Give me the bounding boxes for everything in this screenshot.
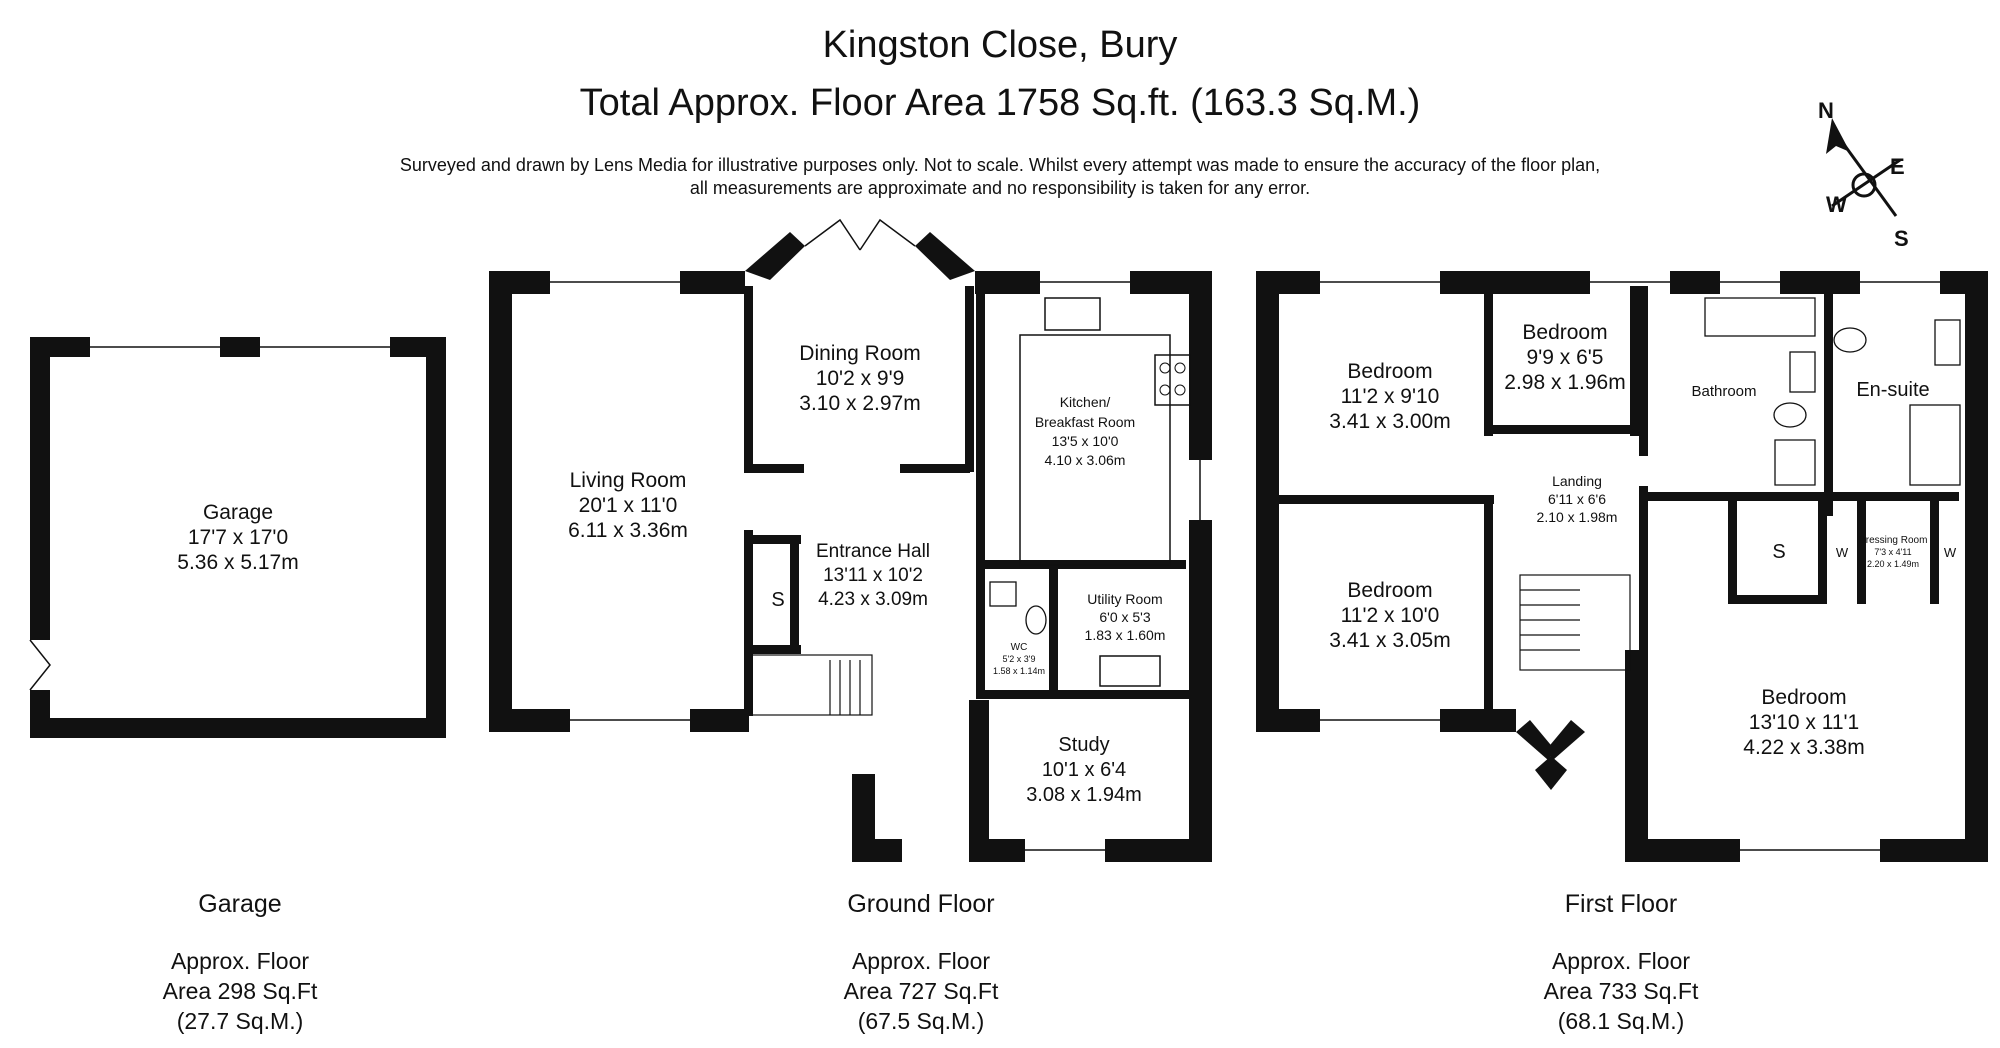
room-name: Utility Room bbox=[1087, 591, 1162, 607]
compass-south-label: S bbox=[1894, 226, 1909, 251]
room-dimensions-imperial: 6'0 x 5'3 bbox=[1099, 609, 1150, 625]
room-dimensions-metric: 1.83 x 1.60m bbox=[1085, 627, 1166, 643]
floor-area: Approx. Floor Area 727 Sq.Ft (67.5 Sq.M.… bbox=[721, 946, 1121, 1036]
bedroom-3-label: Bedroom 11'2 x 10'0 3.41 x 3.05m bbox=[1329, 579, 1450, 652]
first-floor-plan bbox=[1256, 271, 1988, 862]
room-dimensions-imperial: 10'1 x 6'4 bbox=[1042, 759, 1126, 781]
bedroom-4-label: Bedroom 13'10 x 11'1 4.22 x 3.38m bbox=[1743, 686, 1864, 759]
area-line-2: Area 733 Sq.Ft bbox=[1543, 978, 1699, 1004]
living-room-label: Living Room 20'1 x 11'0 6.11 x 3.36m bbox=[568, 469, 688, 542]
compass-west-label: W bbox=[1826, 192, 1847, 217]
study-label: Study 10'1 x 6'4 3.08 x 1.94m bbox=[1026, 734, 1142, 806]
room-name: Bedroom bbox=[1347, 579, 1432, 602]
garage-room-label: Garage 17'7 x 17'0 5.36 x 5.17m bbox=[177, 501, 298, 574]
ground-floor-area-summary: Ground Floor Approx. Floor Area 727 Sq.F… bbox=[721, 890, 1121, 1036]
area-line-3: (27.7 Sq.M.) bbox=[176, 1008, 304, 1034]
room-dimensions-metric: 2.98 x 1.96m bbox=[1504, 371, 1625, 394]
room-dimensions-metric: 3.10 x 2.97m bbox=[799, 392, 920, 415]
room-dimensions-metric: 2.10 x 1.98m bbox=[1537, 509, 1618, 525]
room-dimensions-imperial: 6'11 x 6'6 bbox=[1548, 491, 1606, 507]
room-dimensions-metric: 3.41 x 3.00m bbox=[1329, 410, 1450, 433]
room-dimensions-imperial: 5'2 x 3'9 bbox=[1003, 654, 1036, 664]
room-name: Dressing Room bbox=[1859, 535, 1928, 546]
dressing-room-label: Dressing Room 7'3 x 4'11 2.20 x 1.49m bbox=[1859, 535, 1928, 569]
landing-label: Landing 6'11 x 6'6 2.10 x 1.98m bbox=[1537, 473, 1618, 525]
floor-area: Approx. Floor Area 298 Sq.Ft (27.7 Sq.M.… bbox=[40, 946, 440, 1036]
room-dimensions-imperial: 11'2 x 10'0 bbox=[1341, 604, 1440, 627]
room-dimensions-imperial: 7'3 x 4'11 bbox=[1874, 547, 1911, 557]
room-dimensions-metric: 4.23 x 3.09m bbox=[818, 589, 928, 610]
floor-title: Ground Floor bbox=[847, 890, 995, 918]
first-store-label: S bbox=[1772, 541, 1785, 563]
total-floor-area: Total Approx. Floor Area 1758 Sq.ft. (16… bbox=[579, 82, 1421, 124]
room-name: Bedroom bbox=[1761, 686, 1846, 709]
room-name: Dining Room bbox=[799, 342, 920, 365]
bedroom-1-label: Bedroom 11'2 x 9'10 3.41 x 3.00m bbox=[1329, 360, 1450, 433]
floor-area: Approx. Floor Area 733 Sq.Ft (68.1 Sq.M.… bbox=[1421, 946, 1821, 1036]
room-name-line-1: Kitchen/ bbox=[1060, 394, 1111, 410]
utility-room-label: Utility Room 6'0 x 5'3 1.83 x 1.60m bbox=[1085, 591, 1166, 643]
floor-title: Garage bbox=[198, 890, 282, 918]
floor-title: First Floor bbox=[1564, 890, 1678, 918]
area-line-1: Approx. Floor bbox=[1551, 948, 1691, 974]
room-dimensions-metric: 4.22 x 3.38m bbox=[1743, 736, 1864, 759]
room-name: Bedroom bbox=[1347, 360, 1432, 383]
bathroom-label: Bathroom bbox=[1691, 383, 1756, 400]
room-dimensions-imperial: 17'7 x 17'0 bbox=[188, 526, 288, 549]
room-dimensions-metric: 6.11 x 3.36m bbox=[568, 519, 688, 542]
compass-rose-icon: N E S W bbox=[1818, 98, 1909, 251]
room-name: Study bbox=[1058, 734, 1109, 756]
entrance-hall-label: Entrance Hall 13'11 x 10'2 4.23 x 3.09m bbox=[816, 541, 930, 610]
room-dimensions-metric: 5.36 x 5.17m bbox=[177, 551, 298, 574]
room-dimensions-imperial: 13'10 x 11'1 bbox=[1749, 711, 1859, 734]
dining-room-label: Dining Room 10'2 x 9'9 3.10 x 2.97m bbox=[799, 342, 920, 415]
room-name: Living Room bbox=[570, 469, 687, 492]
area-line-1: Approx. Floor bbox=[170, 948, 310, 974]
room-dimensions-imperial: 10'2 x 9'9 bbox=[816, 367, 905, 390]
room-dimensions-imperial: 11'2 x 9'10 bbox=[1341, 385, 1440, 408]
area-line-2: Area 727 Sq.Ft bbox=[843, 978, 999, 1004]
room-dimensions-metric: 3.08 x 1.94m bbox=[1026, 784, 1142, 806]
plan-title: Kingston Close, Bury bbox=[822, 24, 1178, 66]
wc-label: WC 5'2 x 3'9 1.58 x 1.14m bbox=[993, 642, 1045, 676]
garage-area-summary: Garage Approx. Floor Area 298 Sq.Ft (27.… bbox=[40, 890, 440, 1036]
kitchen-label: Kitchen/ Breakfast Room 13'5 x 10'0 4.10… bbox=[1035, 394, 1135, 468]
room-name: Landing bbox=[1552, 473, 1602, 489]
wardrobe-left-label: W bbox=[1836, 545, 1849, 560]
room-dimensions-metric: 3.41 x 3.05m bbox=[1329, 629, 1450, 652]
room-dimensions-imperial: 20'1 x 11'0 bbox=[579, 494, 678, 517]
area-line-3: (67.5 Sq.M.) bbox=[857, 1008, 985, 1034]
compass-north-label: N bbox=[1818, 98, 1834, 123]
room-name-line-2: Breakfast Room bbox=[1035, 414, 1135, 430]
ensuite-label: En-suite bbox=[1856, 379, 1929, 401]
room-name: Bedroom bbox=[1522, 321, 1607, 344]
area-line-1: Approx. Floor bbox=[851, 948, 991, 974]
room-name: WC bbox=[1011, 642, 1028, 653]
bedroom-2-label: Bedroom 9'9 x 6'5 2.98 x 1.96m bbox=[1504, 321, 1625, 394]
ground-store-label: S bbox=[771, 589, 784, 611]
disclaimer-line-2: all measurements are approximate and no … bbox=[689, 178, 1311, 198]
wardrobe-right-label: W bbox=[1944, 545, 1957, 560]
compass-east-label: E bbox=[1890, 154, 1905, 179]
room-name: Entrance Hall bbox=[816, 541, 930, 562]
first-floor-area-summary: First Floor Approx. Floor Area 733 Sq.Ft… bbox=[1421, 890, 1821, 1036]
area-line-2: Area 298 Sq.Ft bbox=[162, 978, 318, 1004]
room-dimensions-imperial: 13'11 x 10'2 bbox=[823, 565, 923, 586]
disclaimer-line-1: Surveyed and drawn by Lens Media for ill… bbox=[399, 155, 1601, 175]
room-dimensions-imperial: 9'9 x 6'5 bbox=[1527, 346, 1604, 369]
room-name: Garage bbox=[203, 501, 273, 524]
garage-plan bbox=[29, 337, 446, 738]
room-dimensions-metric: 1.58 x 1.14m bbox=[993, 666, 1045, 676]
ground-floor-plan bbox=[489, 218, 1212, 862]
room-dimensions-imperial: 13'5 x 10'0 bbox=[1052, 433, 1119, 449]
room-dimensions-metric: 4.10 x 3.06m bbox=[1045, 452, 1126, 468]
area-line-3: (68.1 Sq.M.) bbox=[1557, 1008, 1685, 1034]
room-dimensions-metric: 2.20 x 1.49m bbox=[1867, 559, 1919, 569]
